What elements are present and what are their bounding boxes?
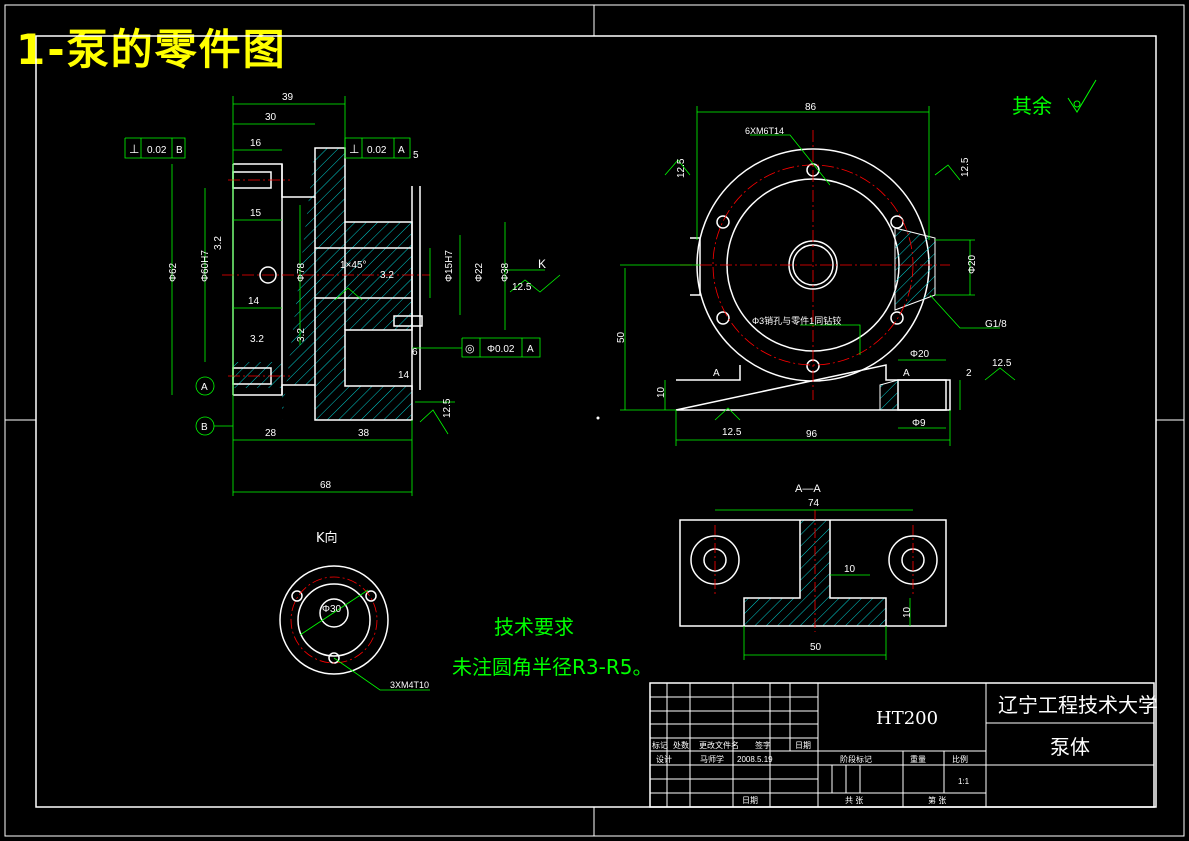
section-label: A—A <box>795 483 821 495</box>
gdt1-value: 0.02 <box>147 145 167 156</box>
tb-designer-name: 马师学 <box>700 754 724 764</box>
gdt1-symbol: ⊥ <box>129 142 139 156</box>
dim-15: 15 <box>250 208 262 219</box>
gdt3-datum: A <box>527 344 534 355</box>
k-view: K向 Φ30 3XM4T10 <box>279 530 430 691</box>
tb-hdr-mark: 标记 <box>652 740 668 750</box>
dim-phi38: Φ38 <box>500 262 511 282</box>
section-a-left: A <box>713 368 720 379</box>
tb-scale-value: 1:1 <box>958 777 970 786</box>
dim-2: 2 <box>966 368 972 379</box>
tb-scale-label: 比例 <box>952 754 968 764</box>
tb-hdr-file: 更改文件名 <box>699 740 739 750</box>
page-title: 1-泵的零件图 <box>16 25 287 74</box>
tech-req-heading: 技术要求 <box>494 615 574 639</box>
rough-32b: 3.2 <box>380 270 394 281</box>
dim-phi22: Φ22 <box>474 262 485 282</box>
tb-stage-label: 阶段标记 <box>840 754 872 764</box>
title-block: 标记 处数 更改文件名 签字 日期 设计 马师学 2008.5.19 阶段标记 … <box>649 682 1158 808</box>
tb-sheets-total: 共 张 <box>845 796 863 805</box>
dim-phi20b: Φ20 <box>910 349 930 360</box>
dim-10c: 10 <box>902 606 913 618</box>
dim-3xm4: 3XM4T10 <box>390 680 429 690</box>
dim-10b: 10 <box>844 564 856 575</box>
tb-hdr-date: 日期 <box>795 741 811 750</box>
dim-6xm6: 6XM6T14 <box>745 126 784 136</box>
dim-50a: 50 <box>616 331 627 343</box>
datum-b: B <box>201 422 208 433</box>
tech-req-line1: 未注圆角半径R3-R5。 <box>452 655 652 679</box>
rough-32d: 3.2 <box>250 334 264 345</box>
dim-5: 5 <box>413 150 419 161</box>
dim-phi30: Φ30 <box>322 604 342 615</box>
gdt3-value: Φ0.02 <box>487 344 515 355</box>
gdt2-symbol: ⊥ <box>349 142 359 156</box>
sheet-border <box>4 4 1185 837</box>
rough-32c: 3.2 <box>296 328 307 342</box>
rough-32a: 3.2 <box>213 236 224 250</box>
dim-86: 86 <box>805 102 817 113</box>
gdt1-datum: B <box>176 145 183 156</box>
gdt3-symbol: ◎ <box>465 343 475 355</box>
dim-phi60: Φ60H7 <box>200 250 211 282</box>
tb-design-date: 2008.5.19 <box>737 755 773 764</box>
view-k-arrow: K <box>538 257 546 271</box>
dim-phi62: Φ62 <box>168 262 179 282</box>
dim-68: 68 <box>320 480 332 491</box>
datum-a: A <box>201 382 208 393</box>
note-pin-hole: Φ3销孔与零件1同钻铰 <box>752 315 841 326</box>
rough-125e: 12.5 <box>722 427 742 438</box>
dim-30: 30 <box>265 112 277 123</box>
section-aa-view: A—A 74 10 10 50 <box>679 483 947 660</box>
dim-16: 16 <box>250 138 262 149</box>
dim-chamfer: 1×45° <box>340 260 367 271</box>
dim-14b: 14 <box>398 370 410 381</box>
side-view: 86 6XM6T14 12.5 12.5 Φ20 G1/8 50 10 96 1… <box>616 102 1016 446</box>
dim-phi9: Φ9 <box>912 418 926 429</box>
dim-6: 6 <box>412 347 418 358</box>
dim-38: 38 <box>358 428 370 439</box>
dim-14: 14 <box>248 296 260 307</box>
rough-125f: 12.5 <box>992 358 1012 369</box>
dim-96: 96 <box>806 429 818 440</box>
dim-74: 74 <box>808 498 820 509</box>
rough-125d: 12.5 <box>960 157 971 177</box>
tb-designer-label: 设计 <box>656 754 672 764</box>
tb-hdr-count: 处数 <box>673 740 689 750</box>
tb-sheet-no: 第 张 <box>928 795 946 805</box>
gdt2-value: 0.02 <box>367 145 387 156</box>
roughness-note: 其余 <box>1012 79 1097 118</box>
tb-university: 辽宁工程技术大学 <box>998 693 1158 717</box>
tb-part-name: 泵体 <box>1050 735 1090 759</box>
front-section-view: 39 30 16 15 14 28 38 68 5 6 14 1×45° 3.2… <box>124 92 561 496</box>
dim-28: 28 <box>265 428 277 439</box>
tb-date-label: 日期 <box>742 796 758 805</box>
section-a-right: A <box>903 368 910 379</box>
dim-50b: 50 <box>810 642 822 653</box>
dim-phi20a: Φ20 <box>967 254 978 274</box>
dim-39: 39 <box>282 92 294 103</box>
tech-requirements: 技术要求 未注圆角半径R3-R5。 <box>452 615 652 679</box>
tb-material: HT200 <box>876 708 938 729</box>
k-view-label: K向 <box>316 530 338 546</box>
dim-g18: G1/8 <box>985 319 1007 330</box>
rough-125a: 12.5 <box>512 282 532 293</box>
gdt2-datum: A <box>398 145 405 156</box>
dim-10a: 10 <box>656 386 667 398</box>
dim-phi15: Φ15H7 <box>444 250 455 282</box>
tb-weight-label: 重量 <box>910 754 926 764</box>
rough-125b: 12.5 <box>442 398 453 418</box>
rough-125c: 12.5 <box>676 158 687 178</box>
dim-phi78: Φ78 <box>296 262 307 282</box>
tb-hdr-sign: 签字 <box>755 740 771 750</box>
roughness-note-text: 其余 <box>1012 94 1052 118</box>
